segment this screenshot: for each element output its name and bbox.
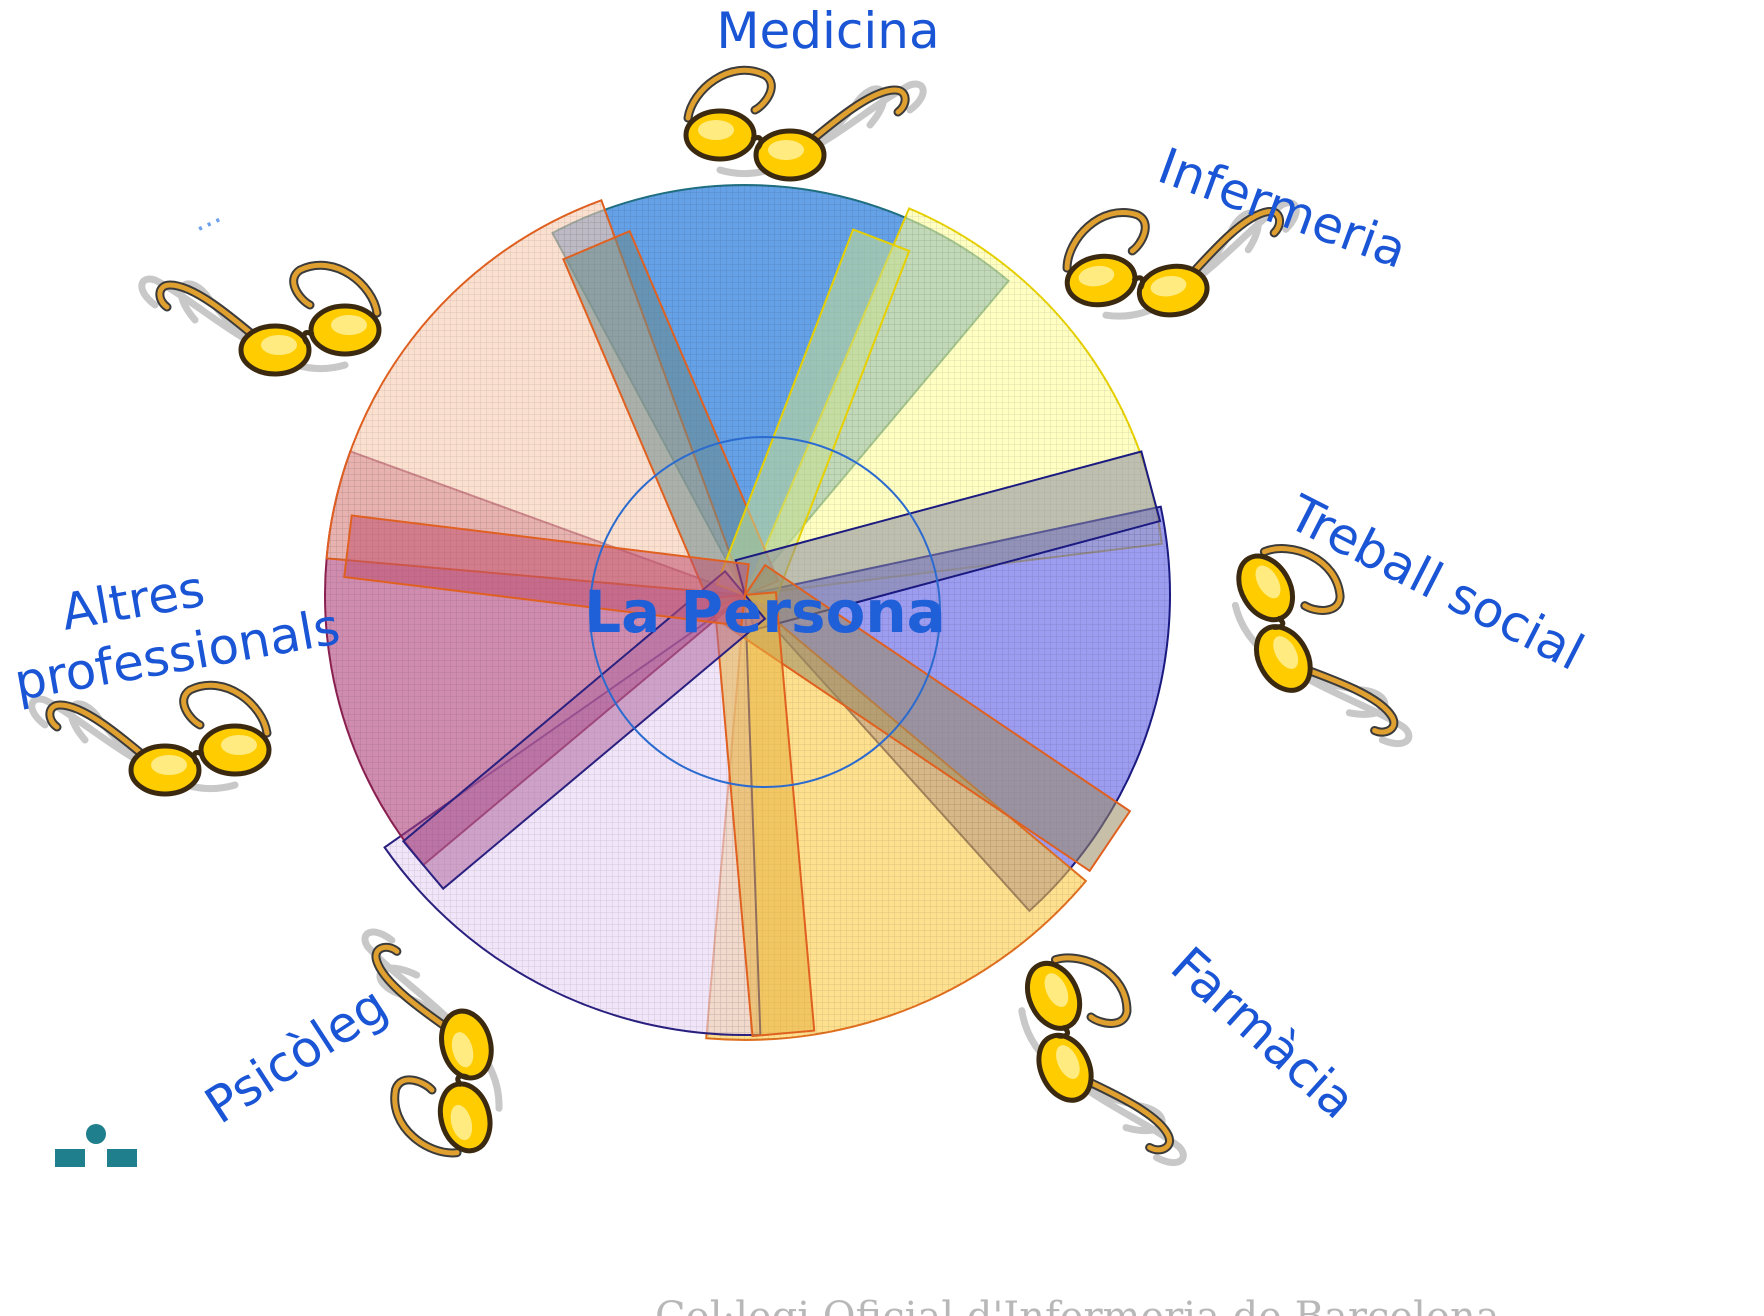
glasses-icon bbox=[142, 265, 379, 374]
label-infermeria: Infermeria bbox=[1151, 137, 1414, 280]
sector-texture bbox=[384, 595, 761, 1035]
label-ellipsis: ... bbox=[186, 195, 227, 239]
footer-text: Col·legi Oficial d'Infermeria de Barcelo… bbox=[655, 1294, 1500, 1316]
label-treball-social: Treball social bbox=[1279, 484, 1593, 682]
glasses-icon bbox=[686, 70, 923, 179]
strips-group bbox=[343, 228, 1162, 1038]
overlay-strip bbox=[343, 514, 750, 627]
label-farmacia: Farmàcia bbox=[1160, 936, 1367, 1130]
label-psicoleg: Psicòleg bbox=[195, 975, 397, 1135]
inner-circle bbox=[589, 436, 941, 788]
sector-texture bbox=[326, 200, 745, 595]
label-medicina: Medicina bbox=[716, 2, 939, 60]
center-label: La Persona bbox=[584, 578, 946, 646]
college-logo bbox=[55, 1124, 137, 1167]
